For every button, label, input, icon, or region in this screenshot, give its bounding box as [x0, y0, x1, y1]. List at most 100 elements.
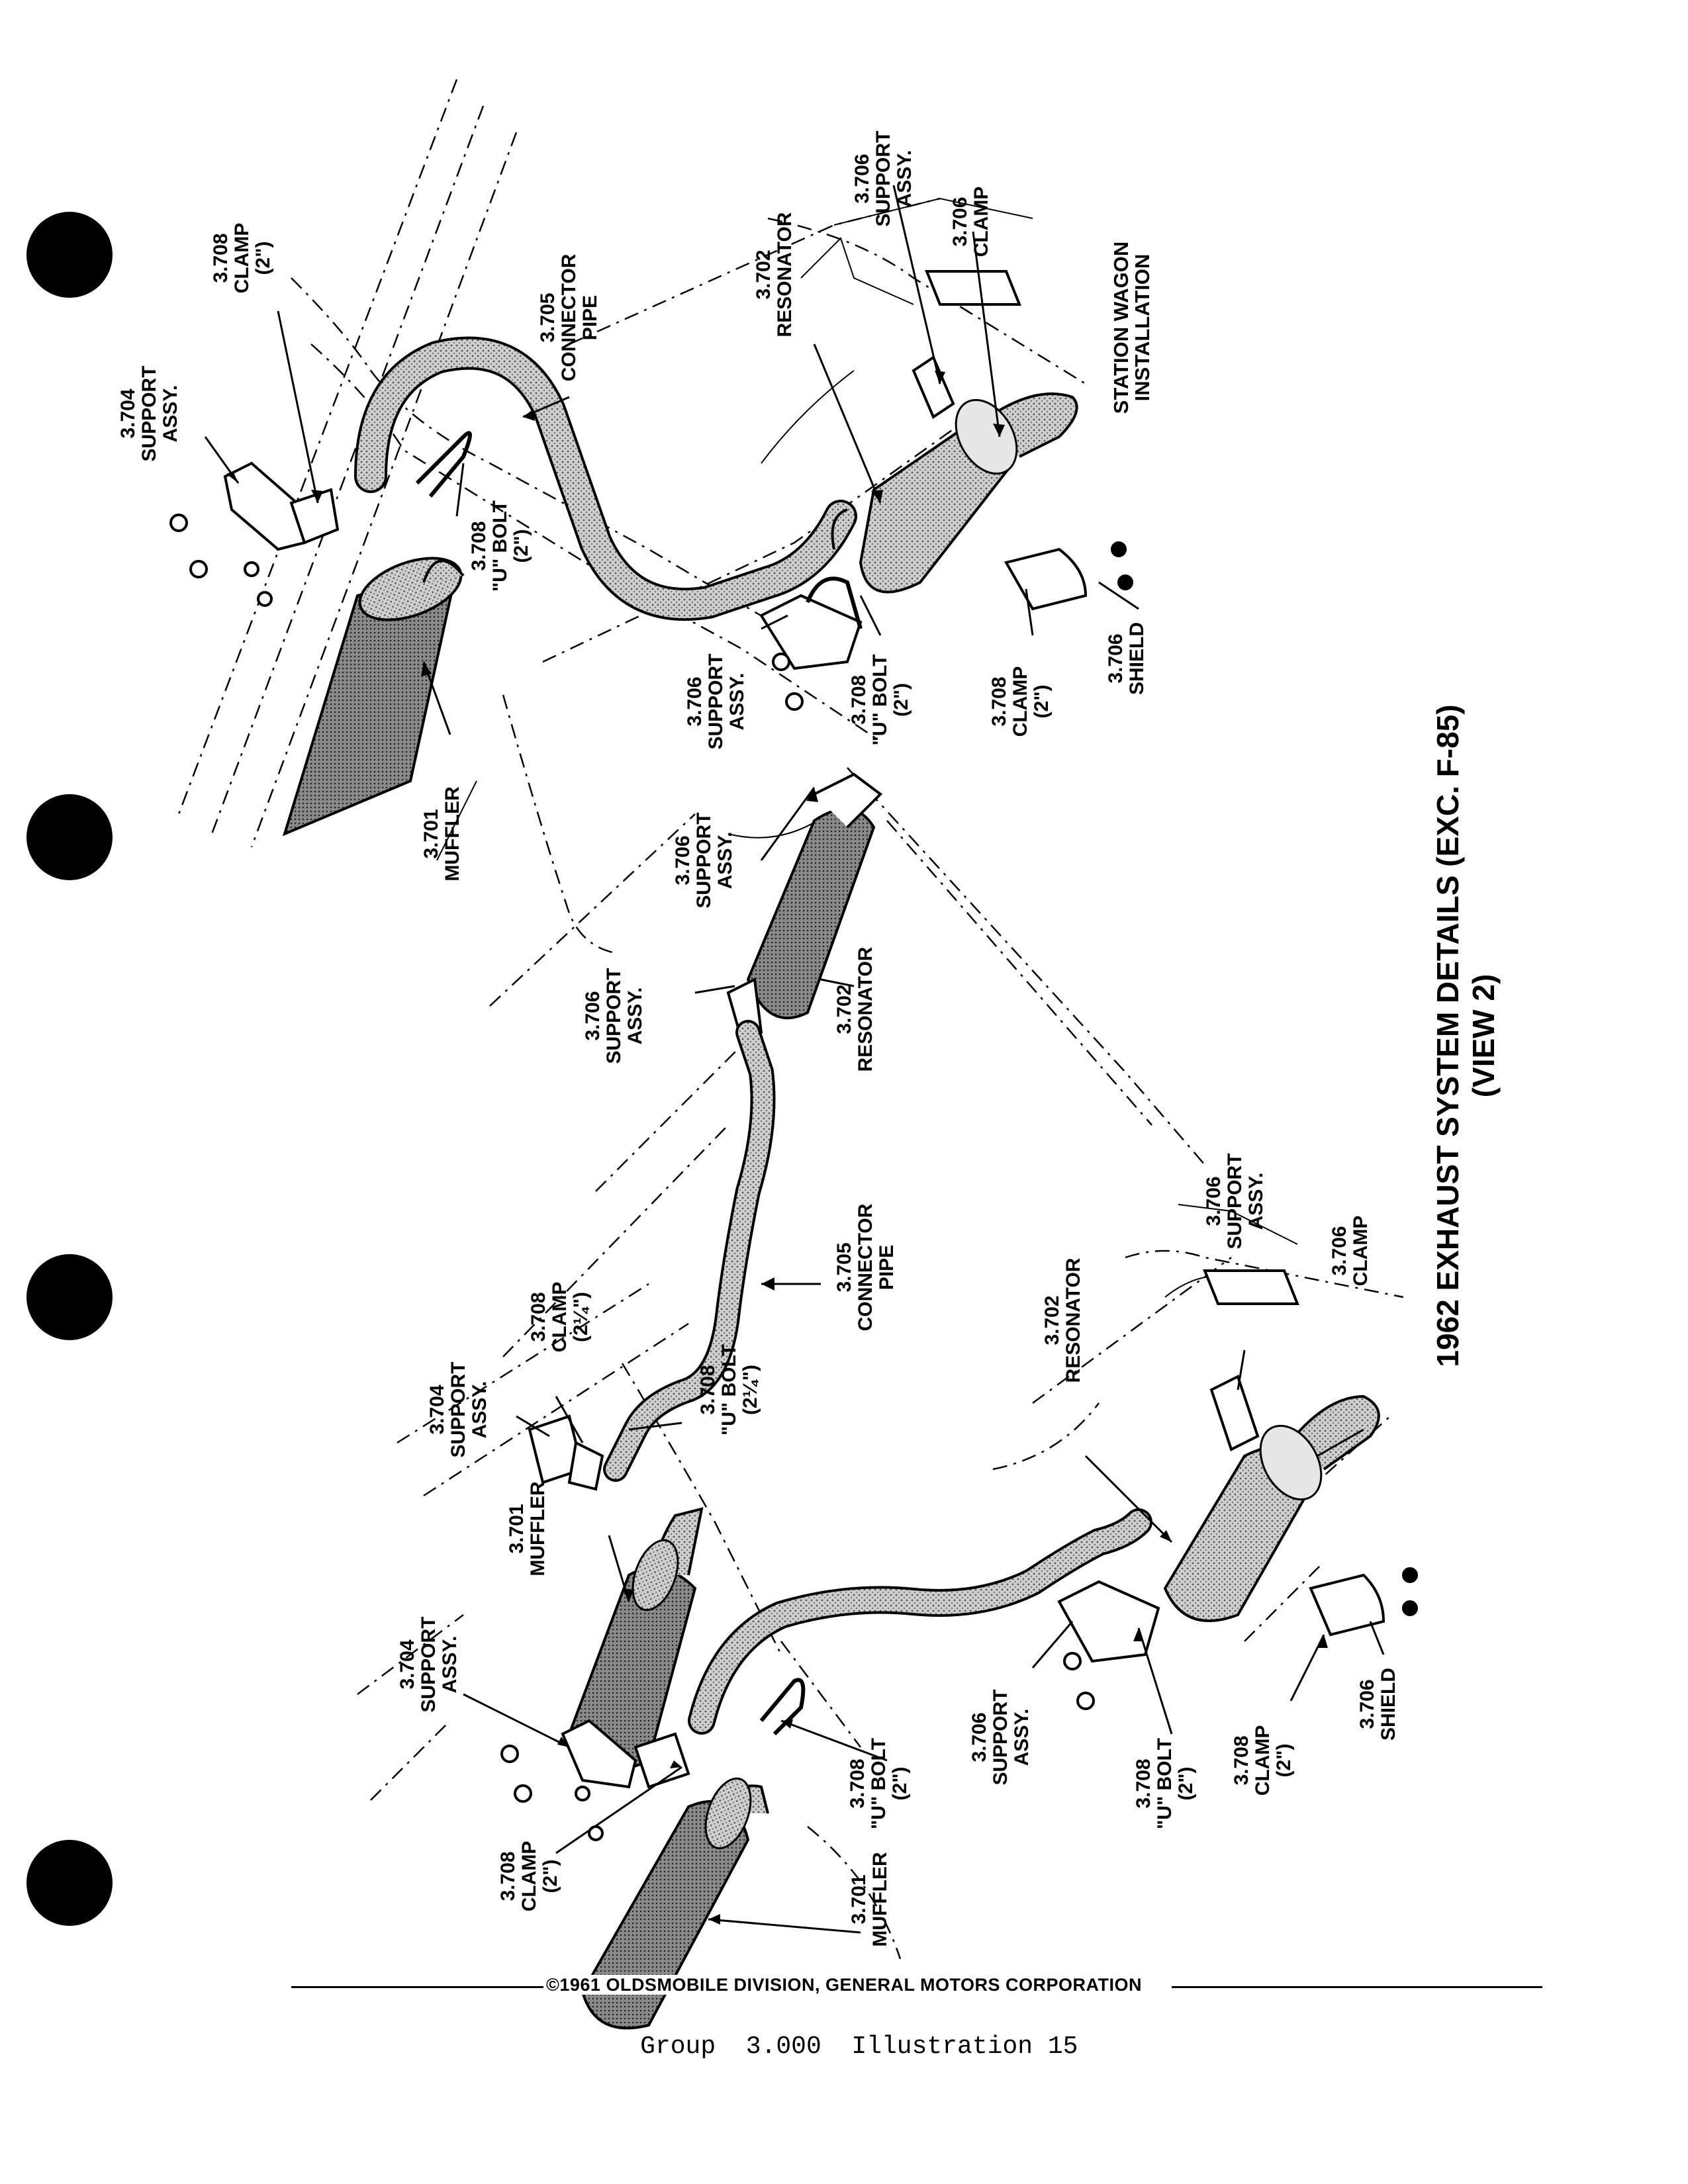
sw-u-bolt	[415, 431, 472, 498]
label-line: 3.708	[210, 233, 232, 283]
label-line: 3.706	[1203, 1176, 1225, 1226]
label-line: SUPPORT	[990, 1689, 1011, 1786]
label-line: CONNECTOR	[558, 253, 580, 382]
label-line: ASSY.	[894, 150, 915, 208]
label-line: SUPPORT	[603, 968, 625, 1064]
label-line: (2")	[510, 529, 532, 563]
label-lo-support-3706-bot: 3.706 SUPPORT ASSY.	[968, 1681, 1033, 1794]
label-sw-connector-pipe-3705: 3.705 CONNECTOR PIPE	[537, 238, 601, 397]
label-line: 3.706	[672, 835, 694, 886]
label-line: 3.708	[988, 676, 1010, 727]
label-line: ASSY.	[439, 1635, 461, 1694]
label-line: MUFFLER	[527, 1481, 549, 1576]
label-line: (2")	[539, 1859, 561, 1893]
label-line: 3.708	[528, 1292, 549, 1342]
label-mid-resonator-3702: 3.702 RESONATOR	[833, 943, 876, 1075]
label-line: 3.708	[497, 1851, 519, 1901]
label-line: (2")	[252, 241, 274, 275]
label-sw-shield-3706: 3.706 SHIELD	[1105, 615, 1148, 702]
label-line: SUPPORT	[705, 653, 727, 750]
label-sw-support-3704: 3.704 SUPPORT ASSY.	[117, 357, 181, 470]
label-line: PIPE	[876, 1244, 898, 1291]
label-line: CLAMP	[518, 1841, 540, 1912]
page-title-line-2: (VIEW 2)	[1466, 974, 1501, 1098]
page-title-line-1: 1962 EXHAUST SYSTEM DETAILS (EXC. F-85)	[1430, 704, 1465, 1367]
label-sw-resonator-3702: 3.702 RESONATOR	[753, 208, 796, 341]
label-line: CLAMP	[1009, 666, 1031, 737]
label-lo-support-3704-a: 3.704 SUPPORT ASSY.	[426, 1353, 491, 1466]
label-line: CLAMP	[231, 222, 253, 294]
label-line: 3.706	[684, 676, 706, 727]
label-line: 3.702	[1041, 1295, 1063, 1345]
label-line: 3.701	[420, 809, 442, 859]
label-line: MUFFLER	[869, 1852, 891, 1947]
leader-lines	[204, 185, 1385, 1934]
label-line: 3.704	[426, 1385, 448, 1435]
label-line: ASSY.	[1245, 1172, 1267, 1230]
label-lo-clamp-3708-b: 3.708 CLAMP (2")	[497, 1827, 561, 1926]
binder-hole-4	[26, 1840, 113, 1926]
label-line: 3.708	[847, 1758, 868, 1809]
footer-rule-right	[1172, 1986, 1542, 1988]
label-line: 3.706	[582, 991, 604, 1041]
label-line: (2")	[1175, 1766, 1197, 1801]
label-line: (2")	[1031, 684, 1053, 719]
lo-muffler-a	[567, 1507, 704, 1771]
group-illustration-text: Group 3.000 Illustration 15	[640, 2032, 1078, 2061]
label-line: SUPPORT	[872, 130, 894, 227]
label-line: 3.702	[753, 250, 774, 300]
label-line: CLAMP	[549, 1281, 571, 1353]
label-line: STATION WAGON	[1109, 241, 1133, 414]
sw-connector-pipe	[354, 336, 857, 621]
label-line: "U" BOLT	[869, 654, 891, 746]
lo-support-3704-b	[500, 1719, 690, 1841]
leader-arrowheads	[226, 371, 1328, 1925]
label-sw-clamp-3708: 3.708 CLAMP (2")	[210, 208, 274, 308]
label-line: 3.706	[949, 197, 971, 247]
label-mid-support-3706-a: 3.706 SUPPORT ASSY.	[672, 804, 736, 917]
label-line: SUPPORT	[693, 812, 715, 909]
label-line: 3.708	[468, 521, 490, 571]
sw-resonator	[831, 392, 1078, 594]
label-lo-u-bolt-3708-bot: 3.708 "U" BOLT (2")	[1133, 1721, 1197, 1846]
label-lo-support-3706-top: 3.706 SUPPORT ASSY.	[1203, 1145, 1267, 1257]
lo-u-bolt-b	[759, 1678, 806, 1736]
label-line: PIPE	[579, 295, 601, 341]
label-line: (2")	[890, 683, 912, 717]
label-line: ASSY.	[714, 831, 736, 889]
label-line: SHIELD	[1378, 1668, 1399, 1741]
label-line: (2¼")	[570, 1292, 592, 1342]
label-mid-connector-pipe-3705: 3.705 CONNECTOR PIPE	[833, 1188, 898, 1347]
label-line: SUPPORT	[447, 1361, 469, 1458]
label-line: ASSY.	[160, 385, 181, 443]
label-lo-muffler-3701-a: 3.701 MUFFLER	[506, 1463, 549, 1595]
lo-tail-pipe	[688, 1508, 1152, 1735]
label-sw-clamp-3708-mid: 3.708 CLAMP (2")	[988, 649, 1053, 754]
label-sw-u-bolt-3708: 3.708 "U" BOLT (2")	[468, 483, 532, 609]
label-line: RESONATOR	[855, 946, 876, 1072]
label-line: RESONATOR	[1062, 1257, 1084, 1383]
label-line: 3.708	[1231, 1735, 1252, 1786]
sw-support-3706	[759, 270, 1133, 711]
label-lo-support-3704-b: 3.704 SUPPORT ASSY.	[397, 1608, 461, 1721]
label-line: CONNECTOR	[855, 1203, 876, 1332]
label-line: "U" BOLT	[489, 500, 511, 592]
label-line: "U" BOLT	[718, 1344, 740, 1435]
copyright-text: ©1961 OLDSMOBILE DIVISION, GENERAL MOTOR…	[543, 1975, 1145, 1995]
label-station-wagon-installation: STATION WAGON INSTALLATION	[1109, 218, 1154, 437]
sw-u-bolt-mid	[806, 576, 863, 629]
label-lo-u-bolt-3708-a: 3.708 "U" BOLT (2¼")	[697, 1324, 761, 1456]
label-line: 3.704	[117, 388, 139, 439]
label-lo-resonator-3702: 3.702 RESONATOR	[1041, 1254, 1084, 1387]
label-lo-muffler-3701-b: 3.701 MUFFLER	[848, 1833, 891, 1966]
label-line: INSTALLATION	[1131, 253, 1154, 402]
lo-resonator	[1163, 1394, 1380, 1622]
label-lo-clamp-3706: 3.706 CLAMP	[1329, 1211, 1372, 1291]
label-line: SHIELD	[1126, 622, 1148, 696]
label-lo-shield-3706: 3.706 SHIELD	[1356, 1661, 1399, 1747]
label-line: ASSY.	[726, 672, 748, 731]
binder-hole-1	[26, 212, 113, 298]
label-sw-clamp-3706: 3.706 CLAMP	[949, 182, 992, 261]
label-lo-u-bolt-3708-b: 3.708 "U" BOLT (2")	[847, 1721, 911, 1846]
